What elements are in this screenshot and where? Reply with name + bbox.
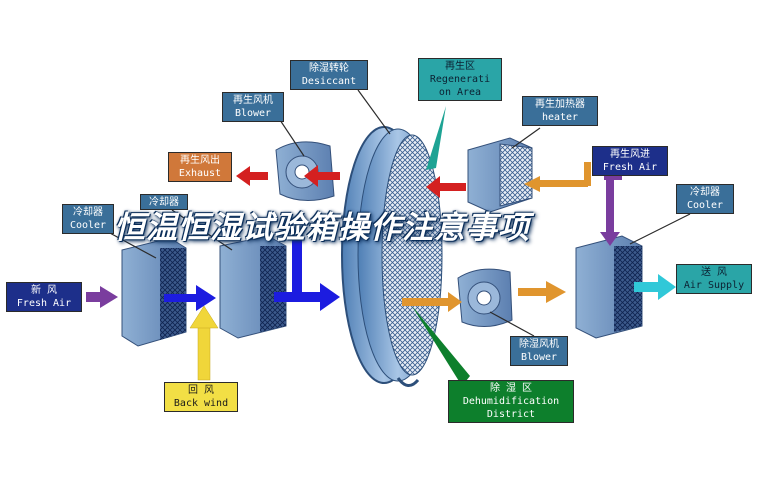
cooler-left-unit [121,237,187,347]
label-cooler-right-zh: 冷却器 [690,187,720,198]
label-regen-en1: Regenerati [429,74,491,85]
cooler-mid-unit [219,235,287,339]
leader-lines [107,89,691,337]
label-supply-zh: 送 风 [700,267,728,278]
dehum-pointer [412,306,470,386]
label-heater-en: heater [541,112,579,123]
label-desiccant-zh: 除湿转轮 [309,63,349,74]
label-cooler-left-en: Cooler [69,220,107,231]
label-exhaust-zh: 再生风出 [180,155,220,166]
arrow-regen-inlet [402,162,591,312]
arrow-back-yellow [189,305,219,381]
label-back-wind: 回 风 Back wind [164,382,238,412]
label-blower-dehum-en: Blower [520,352,558,363]
label-fresh-regen: 再生风进 Fresh Air [592,146,668,176]
heater-unit [467,137,533,213]
label-dehum-en1: Dehumidification [462,396,560,407]
label-back-wind-en: Back wind [173,398,229,409]
label-fresh-regen-en: Fresh Air [602,162,658,173]
overlay-title: 恒温恒湿试验箱操作注意事项 [114,210,530,246]
regen-pointer [426,106,446,170]
label-cooler-left: 冷却器 Cooler [62,204,114,234]
label-cooler-left-zh: 冷却器 [73,207,103,218]
label-heater: 再生加热器 heater [522,96,598,126]
label-cooler-mid-zh: 冷却器 [149,197,179,208]
blower-regen-unit [275,141,335,201]
label-dehum-en2: District [486,409,536,420]
label-dehum-district: 除 湿 区 Dehumidification District [448,380,574,423]
arrow-supply-cyan [634,274,676,300]
label-supply-en: Air Supply [683,280,745,291]
arrow-exhaust-path [236,165,466,198]
label-dehum-zh: 除 湿 区 [489,383,533,394]
label-fresh-regen-zh: 再生风进 [610,149,650,160]
label-desiccant: 除湿转轮 Desiccant [290,60,368,90]
label-exhaust: 再生风出 Exhaust [168,152,232,182]
label-heater-zh: 再生加热器 [535,99,585,110]
label-back-wind-zh: 回 风 [187,385,215,396]
blower-dehum-unit [457,268,513,327]
arrow-process-blue [164,240,340,311]
label-fresh-air-en: Fresh Air [16,298,72,309]
label-desiccant-en: Desiccant [301,76,357,87]
label-fresh-air-zh: 新 风 [30,285,58,296]
label-blower-dehum: 除湿风机 Blower [510,336,568,366]
label-cooler-mid: 冷却器 [140,194,188,210]
label-air-supply: 送 风 Air Supply [676,264,752,294]
cooler-right-unit [575,235,643,339]
label-regen-zh: 再生区 [445,61,475,72]
label-regen-en2: on Area [438,87,482,98]
label-cooler-right-en: Cooler [686,200,724,211]
desiccant-wheel [341,126,443,387]
label-blower-regen-zh: 再生风机 [233,95,273,106]
label-blower-dehum-zh: 除湿风机 [519,339,559,350]
label-fresh-air: 新 风 Fresh Air [6,282,82,312]
label-blower-regen-en: Blower [234,108,272,119]
label-blower-regen: 再生风机 Blower [222,92,284,122]
label-regeneration-area: 再生区 Regenerati on Area [418,58,502,101]
label-cooler-right: 冷却器 Cooler [676,184,734,214]
label-exhaust-en: Exhaust [178,168,222,179]
